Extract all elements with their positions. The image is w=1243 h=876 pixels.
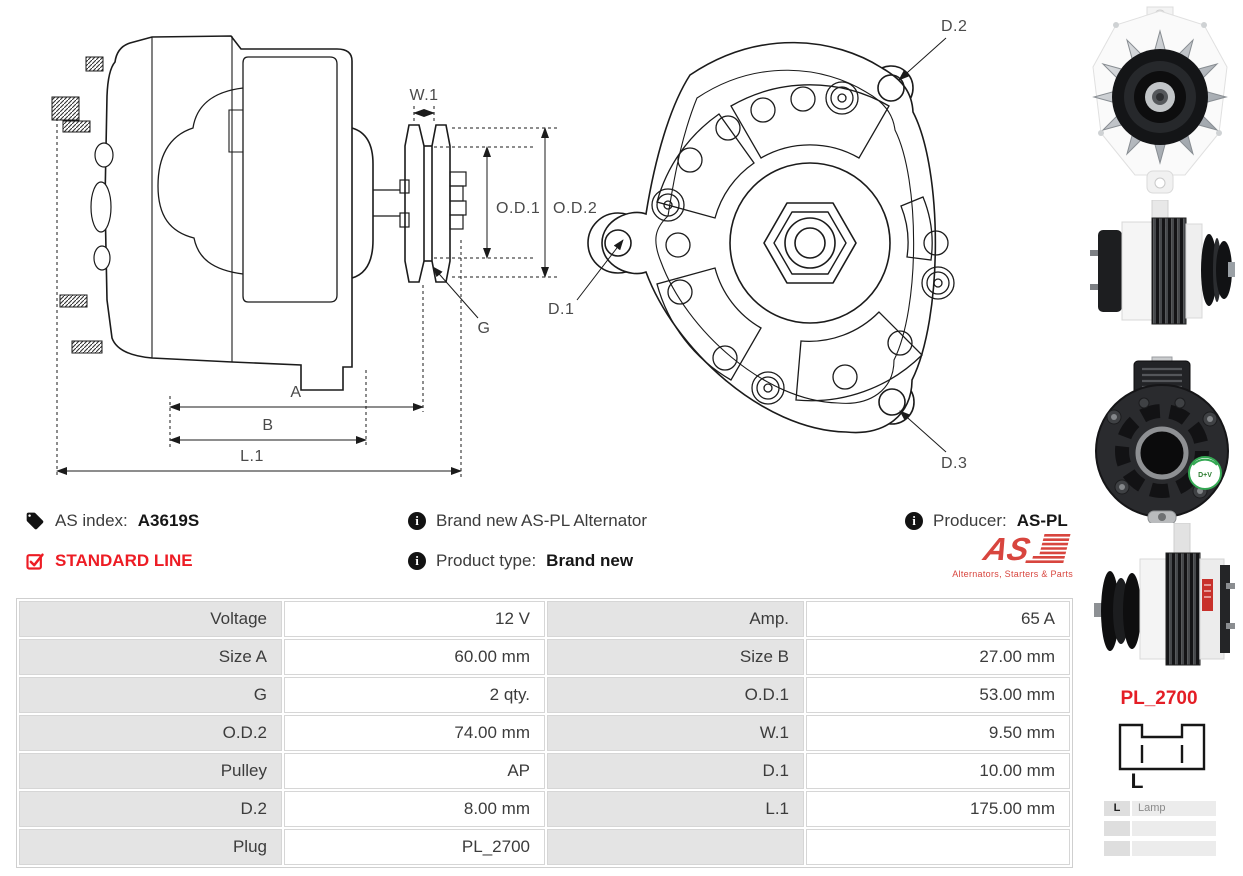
- spec-label: Plug: [19, 829, 282, 865]
- spec-label: G: [19, 677, 282, 713]
- pin-code: [1104, 841, 1130, 856]
- side-view: [51, 35, 467, 391]
- producer-row: Producer: AS-PL: [905, 508, 1068, 534]
- product-photo-front[interactable]: [1087, 5, 1233, 202]
- standard-line-row: STANDARD LINE: [25, 548, 199, 574]
- product-photo-rear[interactable]: D+V: [1092, 355, 1232, 530]
- spec-value: 27.00 mm: [806, 639, 1070, 675]
- spec-value: AP: [284, 753, 545, 789]
- as-index-value: A3619S: [137, 511, 200, 530]
- spec-label: [547, 829, 804, 865]
- spec-label: D.1: [547, 753, 804, 789]
- spec-label: W.1: [547, 715, 804, 751]
- info-col-index: AS index: A3619S STANDARD LINE: [25, 508, 199, 574]
- as-index-row: AS index: A3619S: [25, 508, 199, 534]
- plug-pin-label: L: [1130, 770, 1144, 793]
- front-view: [587, 41, 955, 434]
- pin-table-row: L Lamp: [1104, 801, 1216, 816]
- producer-label: Producer:: [933, 511, 1007, 530]
- table-row: Plug PL_2700: [19, 829, 1070, 865]
- dim-label-w1: W.1: [409, 87, 438, 104]
- brand-new-text: Brand new AS-PL Alternator: [436, 511, 648, 530]
- plug-diagram: [1118, 723, 1206, 771]
- spec-label: L.1: [547, 791, 804, 827]
- pin-desc: [1132, 841, 1216, 856]
- pin-table-row: [1104, 841, 1216, 856]
- tag-icon: [26, 512, 44, 530]
- spec-value: [806, 829, 1070, 865]
- product-type-label: Product type:: [436, 551, 537, 570]
- spec-table: Voltage 12 V Amp. 65 A Size A 60.00 mm S…: [16, 598, 1073, 868]
- producer-value: AS-PL: [1016, 511, 1068, 530]
- spec-label: Amp.: [547, 601, 804, 637]
- table-row: D.2 8.00 mm L.1 175.00 mm: [19, 791, 1070, 827]
- spec-label: Pulley: [19, 753, 282, 789]
- product-photo-side-left[interactable]: [1088, 522, 1235, 680]
- spec-label: Size B: [547, 639, 804, 675]
- spec-value: 12 V: [284, 601, 545, 637]
- as-label: [1202, 579, 1213, 611]
- aspl-logo-text: AS: [979, 532, 1034, 566]
- quality-badge: [1188, 456, 1222, 490]
- spec-value: 175.00 mm: [806, 791, 1070, 827]
- spec-value: PL_2700: [284, 829, 545, 865]
- info-icon: [905, 512, 923, 530]
- info-col-product: Brand new AS-PL Alternator Product type:…: [408, 508, 647, 574]
- dim-label-d3: D.3: [941, 455, 967, 472]
- spec-label: O.D.1: [547, 677, 804, 713]
- spec-value: 9.50 mm: [806, 715, 1070, 751]
- table-row: Size A 60.00 mm Size B 27.00 mm: [19, 639, 1070, 675]
- table-row: Pulley AP D.1 10.00 mm: [19, 753, 1070, 789]
- as-index-label: AS index:: [55, 511, 128, 530]
- product-type-row: Product type: Brand new: [408, 548, 647, 574]
- table-row: G 2 qty. O.D.1 53.00 mm: [19, 677, 1070, 713]
- table-row: Voltage 12 V Amp. 65 A: [19, 601, 1070, 637]
- aspl-logo-tagline: Alternators, Starters & Parts: [952, 569, 1073, 579]
- table-row: O.D.2 74.00 mm W.1 9.50 mm: [19, 715, 1070, 751]
- spec-value: 60.00 mm: [284, 639, 545, 675]
- pin-desc: [1132, 821, 1216, 836]
- aspl-logo: AS Alternators, Starters & Parts: [905, 531, 1073, 579]
- product-photo-side-right[interactable]: [1090, 199, 1235, 342]
- technical-drawing: W.1 O.D.1 O.D.2 G A B L.1: [51, 18, 967, 478]
- aspl-logo-mark: AS: [979, 531, 1071, 567]
- dim-label-d1: D.1: [548, 301, 574, 318]
- dim-label-b: B: [262, 417, 273, 434]
- spec-value: 65 A: [806, 601, 1070, 637]
- plug-name: PL_2700: [1120, 688, 1198, 709]
- spec-label: Size A: [19, 639, 282, 675]
- info-icon: [408, 552, 426, 570]
- product-type-value: Brand new: [546, 551, 634, 570]
- brand-new-row: Brand new AS-PL Alternator: [408, 508, 647, 534]
- front-outline: [601, 41, 937, 434]
- rivets: [651, 81, 955, 405]
- spec-label: Voltage: [19, 601, 282, 637]
- mounting-studs: [51, 56, 104, 354]
- spec-label: O.D.2: [19, 715, 282, 751]
- dim-label-l1: L.1: [240, 448, 264, 465]
- spec-value: 53.00 mm: [806, 677, 1070, 713]
- dim-label-g: G: [478, 320, 491, 337]
- plug-pin-table: L Lamp: [1104, 801, 1216, 861]
- alternator-body-outline: [104, 35, 353, 391]
- spec-value: 74.00 mm: [284, 715, 545, 751]
- standard-line-label: STANDARD LINE: [55, 551, 193, 570]
- spec-value: 2 qty.: [284, 677, 545, 713]
- pin-table-row: [1104, 821, 1216, 836]
- dim-label-od2: O.D.2: [553, 200, 597, 217]
- dim-label-od1: O.D.1: [496, 200, 540, 217]
- spec-value: 10.00 mm: [806, 753, 1070, 789]
- info-col-producer: Producer: AS-PL: [905, 508, 1068, 534]
- spec-label: D.2: [19, 791, 282, 827]
- side-view-dimensions: [56, 104, 560, 478]
- pin-desc: Lamp: [1132, 801, 1216, 816]
- dim-label-a: A: [290, 384, 301, 401]
- info-icon: [408, 512, 426, 530]
- dim-label-d2: D.2: [941, 18, 967, 35]
- spec-value: 8.00 mm: [284, 791, 545, 827]
- pin-code: [1104, 821, 1130, 836]
- badge-text: D+V: [1198, 472, 1212, 479]
- check-square-icon: [26, 553, 44, 570]
- pin-code: L: [1104, 801, 1130, 816]
